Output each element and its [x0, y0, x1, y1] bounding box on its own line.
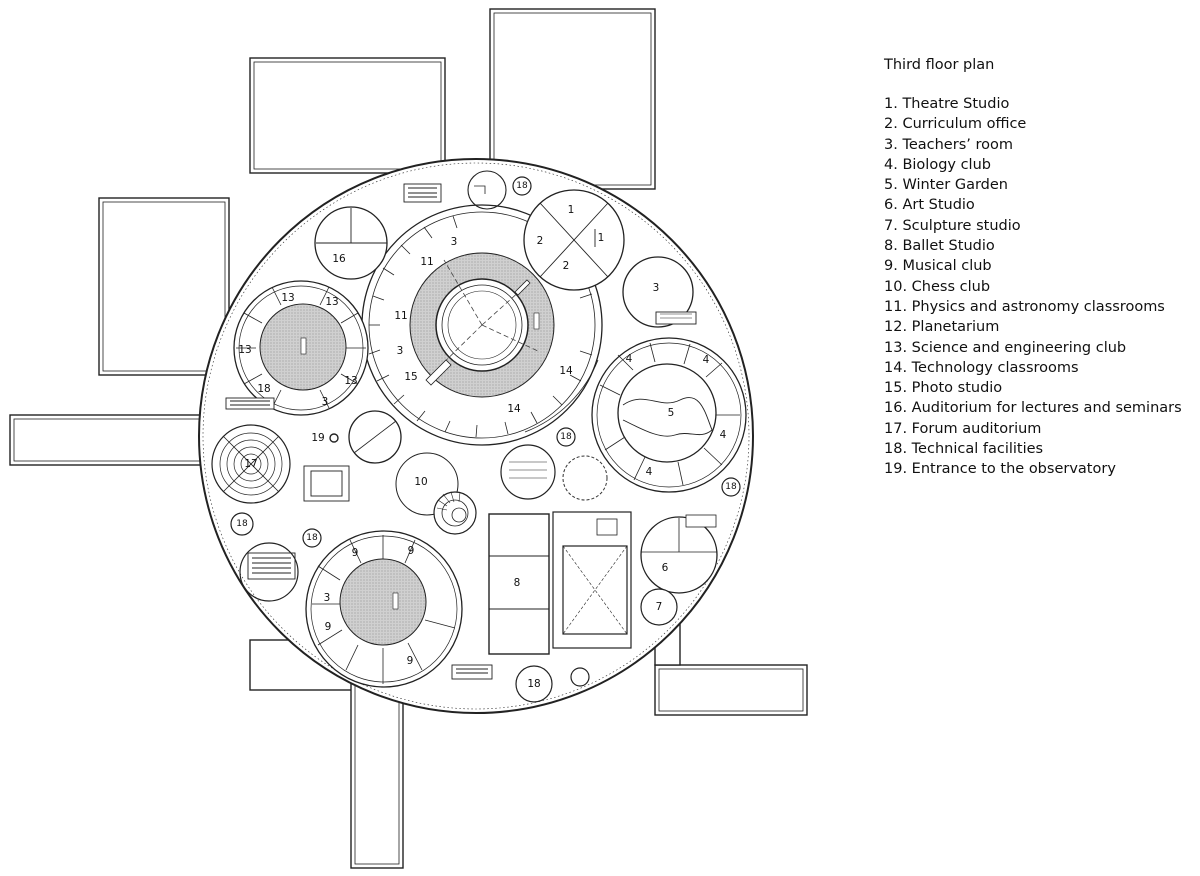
- legend-list: 1. Theatre Studio 2. Curriculum office 3…: [884, 94, 1194, 480]
- winter-garden-rotunda: [591, 337, 747, 493]
- room-label: 4: [720, 429, 727, 441]
- auditorium-circle: [314, 206, 388, 280]
- room-label: 9: [352, 547, 359, 559]
- room-number-labels: 1 1 2 2 3 3 3 3 3 4 4 4 4 5 6 7 8 9 9 9 …: [236, 181, 737, 690]
- wing-west-upper: [98, 197, 230, 376]
- wing-north-right: [489, 8, 656, 190]
- room-label: 13: [238, 344, 251, 356]
- room-label: 6: [662, 562, 669, 574]
- musical-club-rotunda: [305, 530, 463, 688]
- wing-west-lower: [9, 414, 226, 466]
- room-label: 15: [404, 371, 417, 383]
- room-label: 13: [325, 296, 338, 308]
- legend-item: 8. Ballet Studio: [884, 238, 995, 255]
- spiral-stair: [433, 491, 477, 535]
- plan-legend: Third floor plan 1. Theatre Studio 2. Cu…: [884, 57, 1194, 480]
- room-label: 14: [507, 403, 521, 415]
- legend-item: 4. Biology club: [884, 156, 991, 173]
- art-studio-circle: [640, 514, 718, 594]
- room-label: 4: [703, 354, 710, 366]
- theatre-curriculum-circle: [523, 189, 625, 291]
- room-label: 3: [451, 236, 458, 248]
- legend-item: 19. Entrance to the observatory: [884, 461, 1116, 478]
- plan-title: Third floor plan: [884, 57, 995, 73]
- room-label: 18: [306, 533, 318, 543]
- legend-item: 16. Auditorium for lectures and seminars: [884, 400, 1182, 417]
- room-label: 19: [311, 432, 324, 444]
- room-label: 5: [668, 407, 675, 419]
- building-wings: [9, 8, 808, 869]
- room-label: 9: [325, 621, 332, 633]
- legend-item: 14. Technology classrooms: [884, 359, 1079, 376]
- legend-item: 7. Sculpture studio: [884, 217, 1021, 234]
- legend-item: 13. Science and engineering club: [884, 339, 1127, 356]
- legend-item: 3. Teachers’ room: [884, 136, 1013, 153]
- room-label: 18: [560, 432, 572, 442]
- room-label: 18: [527, 678, 540, 690]
- floor-plan-drawing: 1 1 2 2 3 3 3 3 3 4 4 4 4 5 6 7 8 9 9 9 …: [9, 8, 808, 869]
- ballet-studio-block: [488, 511, 632, 655]
- legend-item: 2. Curriculum office: [884, 116, 1027, 133]
- legend-item: 5. Winter Garden: [884, 177, 1009, 194]
- room-label: 3: [653, 282, 660, 294]
- room-label: 7: [656, 601, 663, 613]
- room-label: 13: [281, 292, 294, 304]
- wing-north-left: [249, 57, 446, 174]
- room-label: 3: [397, 345, 404, 357]
- wing-south-east: [654, 664, 808, 716]
- dashed-circle: [562, 455, 608, 501]
- legend-item: 12. Planetarium: [884, 319, 1000, 336]
- legend-item: 1. Theatre Studio: [884, 96, 1010, 112]
- core-circle-2: [239, 542, 299, 602]
- technical-facilities-circles: [230, 176, 741, 703]
- teachers-room-circle: [622, 256, 697, 328]
- legend-item: 6. Art Studio: [884, 197, 975, 214]
- room-label: 10: [414, 476, 427, 488]
- forum-auditorium: [211, 424, 291, 504]
- wing-south: [350, 669, 404, 869]
- core-circle-1: [500, 444, 556, 500]
- room-label: 18: [516, 181, 528, 191]
- legend-item: 11. Physics and astronomy classrooms: [884, 298, 1165, 315]
- room-label: 11: [420, 256, 433, 268]
- core-circle-3: [467, 170, 507, 210]
- legend-item: 17. Forum auditorium: [884, 420, 1042, 437]
- room-label: 2: [537, 235, 544, 247]
- room-label: 18: [257, 383, 270, 395]
- legend-item: 18. Technical facilities: [884, 441, 1044, 458]
- room-label: 8: [514, 577, 521, 589]
- legend-item: 10. Chess club: [884, 278, 991, 295]
- observatory-entrance-icon: [329, 433, 339, 443]
- room-label: 3: [324, 592, 331, 604]
- room-label: 3: [322, 396, 329, 408]
- room-label: 9: [408, 545, 415, 557]
- room-label: 9: [407, 655, 414, 667]
- room-label: 16: [332, 253, 346, 265]
- stair-cores: [225, 183, 493, 680]
- room-label: 4: [626, 353, 633, 365]
- room-label: 14: [559, 365, 573, 377]
- legend-item: 15. Photo studio: [884, 380, 1003, 397]
- room-label: 11: [394, 310, 407, 322]
- room-label: 18: [725, 482, 737, 492]
- room-label: 4: [646, 466, 653, 478]
- room-label: 17: [244, 458, 257, 470]
- legend-item: 9. Musical club: [884, 258, 992, 275]
- room-label: 1: [568, 204, 575, 216]
- room-label: 1: [598, 232, 605, 244]
- room-label: 18: [236, 519, 248, 529]
- room-label: 13: [344, 375, 357, 387]
- sculpture-studio-circle: [640, 588, 678, 626]
- science-club-rotunda: [233, 280, 369, 416]
- room-label: 2: [563, 260, 570, 272]
